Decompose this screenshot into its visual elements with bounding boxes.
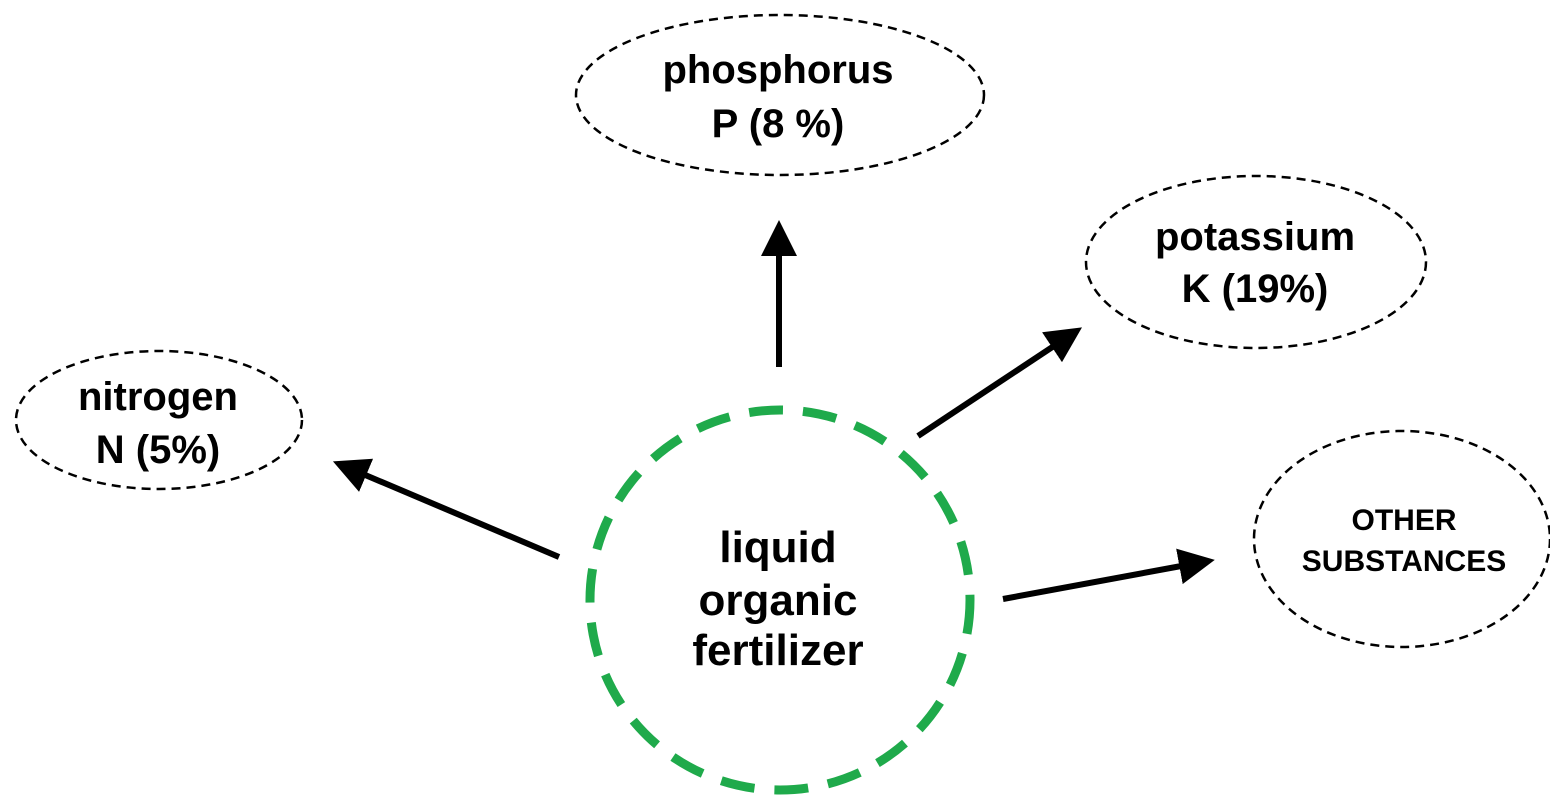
center-line-2: organic: [699, 576, 858, 625]
phosphorus-node: phosphorus P (8 %): [574, 13, 986, 177]
potassium-ellipse: [1084, 174, 1428, 350]
center-line-1: liquid: [719, 523, 836, 572]
nitrogen-label: nitrogen: [78, 375, 238, 419]
center-circle: [585, 405, 975, 795]
arrow-to-potassium: [916, 327, 1083, 439]
arrow-to-nitrogen: [332, 458, 561, 560]
center-node: liquid organic fertilizer: [585, 405, 975, 795]
potassium-node: potassium K (19%): [1084, 174, 1428, 350]
other-substances-line2: SUBSTANCES: [1302, 545, 1506, 578]
phosphorus-value: P (8 %): [712, 102, 845, 146]
other-substances-line1: OTHER: [1352, 504, 1457, 537]
nitrogen-ellipse: [14, 349, 304, 491]
nitrogen-value: N (5%): [96, 428, 220, 472]
nitrogen-node: nitrogen N (5%): [14, 349, 304, 491]
center-line-3: fertilizer: [692, 626, 863, 675]
potassium-label: potassium: [1155, 215, 1355, 259]
phosphorus-ellipse: [574, 13, 986, 177]
other-substances-node: OTHER SUBSTANCES: [1252, 429, 1550, 649]
phosphorus-label: phosphorus: [662, 48, 893, 92]
arrow-to-other-substances: [1002, 548, 1215, 602]
potassium-value: K (19%): [1182, 267, 1329, 311]
other-substances-ellipse: [1252, 429, 1550, 649]
